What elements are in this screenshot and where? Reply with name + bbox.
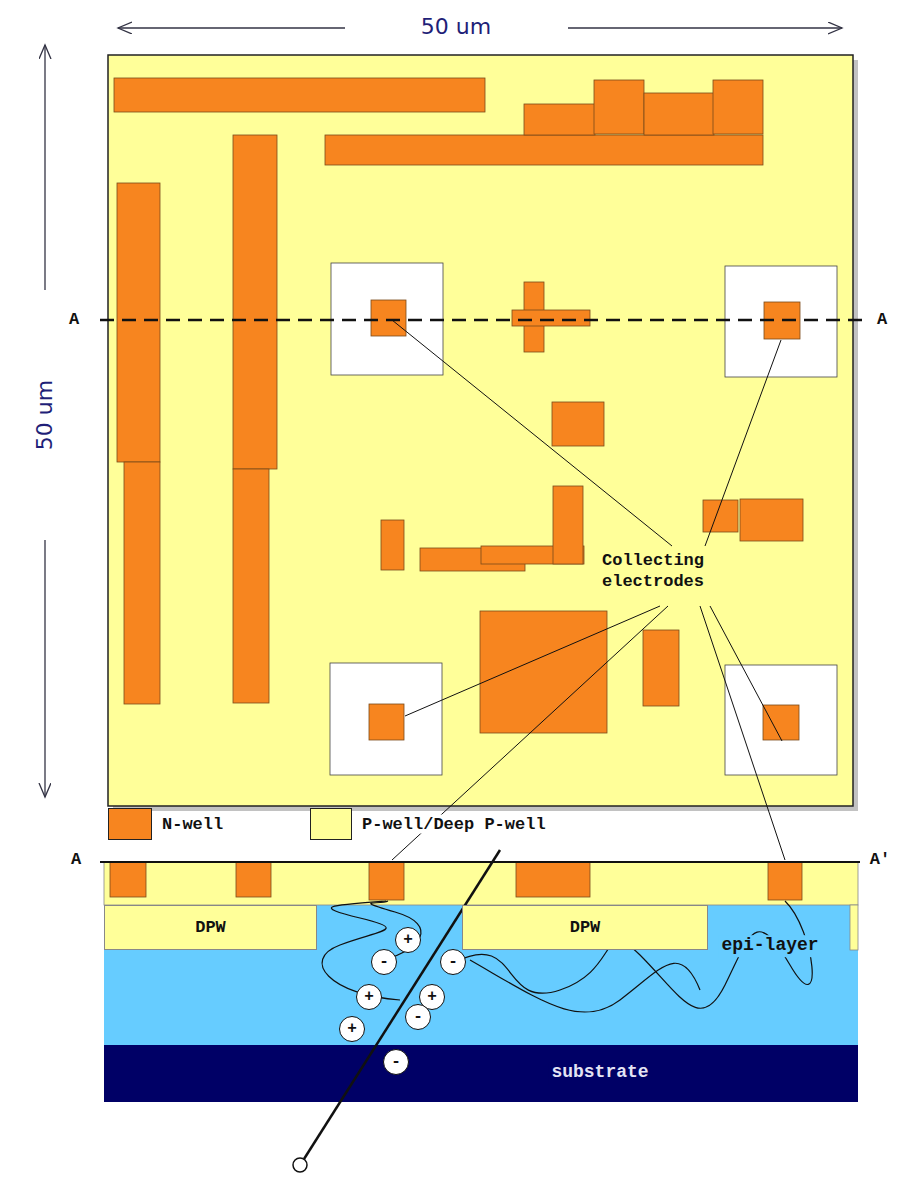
section-mark: A <box>71 849 81 870</box>
p-well-band <box>104 862 858 905</box>
dimension-label: 50 um <box>421 13 491 41</box>
dpw-edge <box>850 905 858 950</box>
charge-sign: + <box>364 989 374 1005</box>
region-label: DPW <box>195 918 226 937</box>
epi-fill <box>104 905 858 1047</box>
substrate-fill <box>104 1045 858 1102</box>
charge-carrier: - <box>383 1049 409 1075</box>
section-line <box>100 319 866 322</box>
section-n-wells <box>110 862 802 900</box>
legend-text: P-well/Deep P-well <box>360 815 548 834</box>
charge-carrier: + <box>339 1016 365 1042</box>
charge-sign: - <box>413 1009 423 1025</box>
pixel-top-view <box>108 55 853 806</box>
region-label: DPW <box>570 918 601 937</box>
n-well-shapes <box>114 78 803 740</box>
region-label: epi-layer <box>718 935 821 957</box>
callout-label: Collecting electrodes <box>600 550 706 593</box>
legend-swatch <box>310 808 352 840</box>
dimension-label: 50 um <box>31 380 59 450</box>
section-mark: A' <box>870 849 890 870</box>
charge-sign: + <box>347 1021 357 1037</box>
section-surface <box>100 861 860 863</box>
white-gaps <box>330 263 837 775</box>
charge-sign: + <box>427 989 437 1005</box>
region-label: substrate <box>548 1062 651 1084</box>
layer-region: substrate - <box>104 1045 858 1102</box>
section-mark: A <box>877 309 887 330</box>
section-mark: A <box>69 309 79 330</box>
charge-sign: + <box>403 932 413 948</box>
charge-sign: - <box>448 954 458 970</box>
well-region: DPW <box>104 905 317 950</box>
legend-swatch <box>108 808 152 840</box>
charge-carrier: + <box>395 927 421 953</box>
charge-carrier: - <box>440 949 466 975</box>
layer-region: epi-layer+--++-+ <box>104 905 858 1045</box>
charge-carrier: - <box>405 1004 431 1030</box>
well-region: DPW <box>462 905 708 950</box>
particle-track <box>304 850 500 1159</box>
particle-origin <box>293 1158 307 1172</box>
leader-lines <box>392 320 785 860</box>
charge-sign: - <box>391 1054 401 1070</box>
charge-carrier: - <box>371 949 397 975</box>
legend-text: N-well <box>160 815 225 834</box>
charge-carrier: + <box>356 984 382 1010</box>
charge-sign: - <box>379 954 389 970</box>
